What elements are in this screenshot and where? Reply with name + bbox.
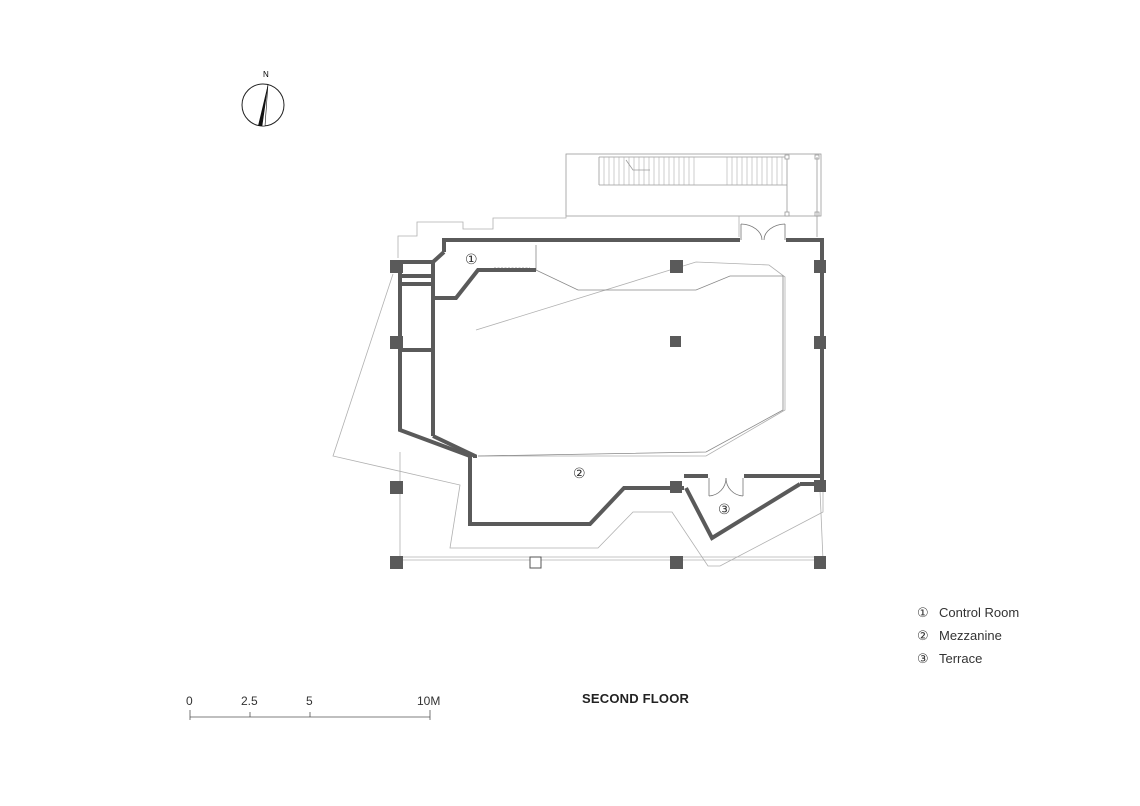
room-marker-control-room: ① — [465, 252, 478, 268]
scale-label-10m: 10M — [417, 694, 441, 708]
north-arrow-icon — [241, 83, 285, 127]
legend-item: ② Mezzanine — [917, 626, 1019, 649]
scale-label-5: 5 — [306, 694, 313, 708]
legend-number: ① — [917, 605, 929, 620]
legend-label: Control Room — [939, 605, 1020, 620]
legend: ① Control Room ② Mezzanine ③ Terrace — [917, 603, 1019, 672]
walls — [398, 238, 824, 541]
roof-outline — [332, 215, 824, 567]
door-top — [740, 223, 786, 241]
room-marker-mezzanine: ② — [573, 466, 586, 482]
scale-label-0: 0 — [186, 694, 193, 708]
legend-item: ① Control Room — [917, 603, 1019, 626]
legend-label: Terrace — [939, 651, 983, 666]
door-terrace — [708, 477, 744, 497]
legend-number: ③ — [917, 651, 929, 666]
mezzanine-edge — [477, 245, 784, 457]
legend-label: Mezzanine — [939, 628, 1002, 643]
north-label: N — [263, 70, 269, 79]
legend-item: ③ Terrace — [917, 649, 1019, 672]
room-marker-terrace: ③ — [718, 502, 731, 518]
scale-bar — [189, 710, 431, 720]
legend-number: ② — [917, 628, 929, 643]
drawing-title: SECOND FLOOR — [582, 691, 690, 706]
columns — [390, 260, 826, 569]
staircase — [565, 153, 822, 237]
scale-label-2-5: 2.5 — [241, 694, 258, 708]
